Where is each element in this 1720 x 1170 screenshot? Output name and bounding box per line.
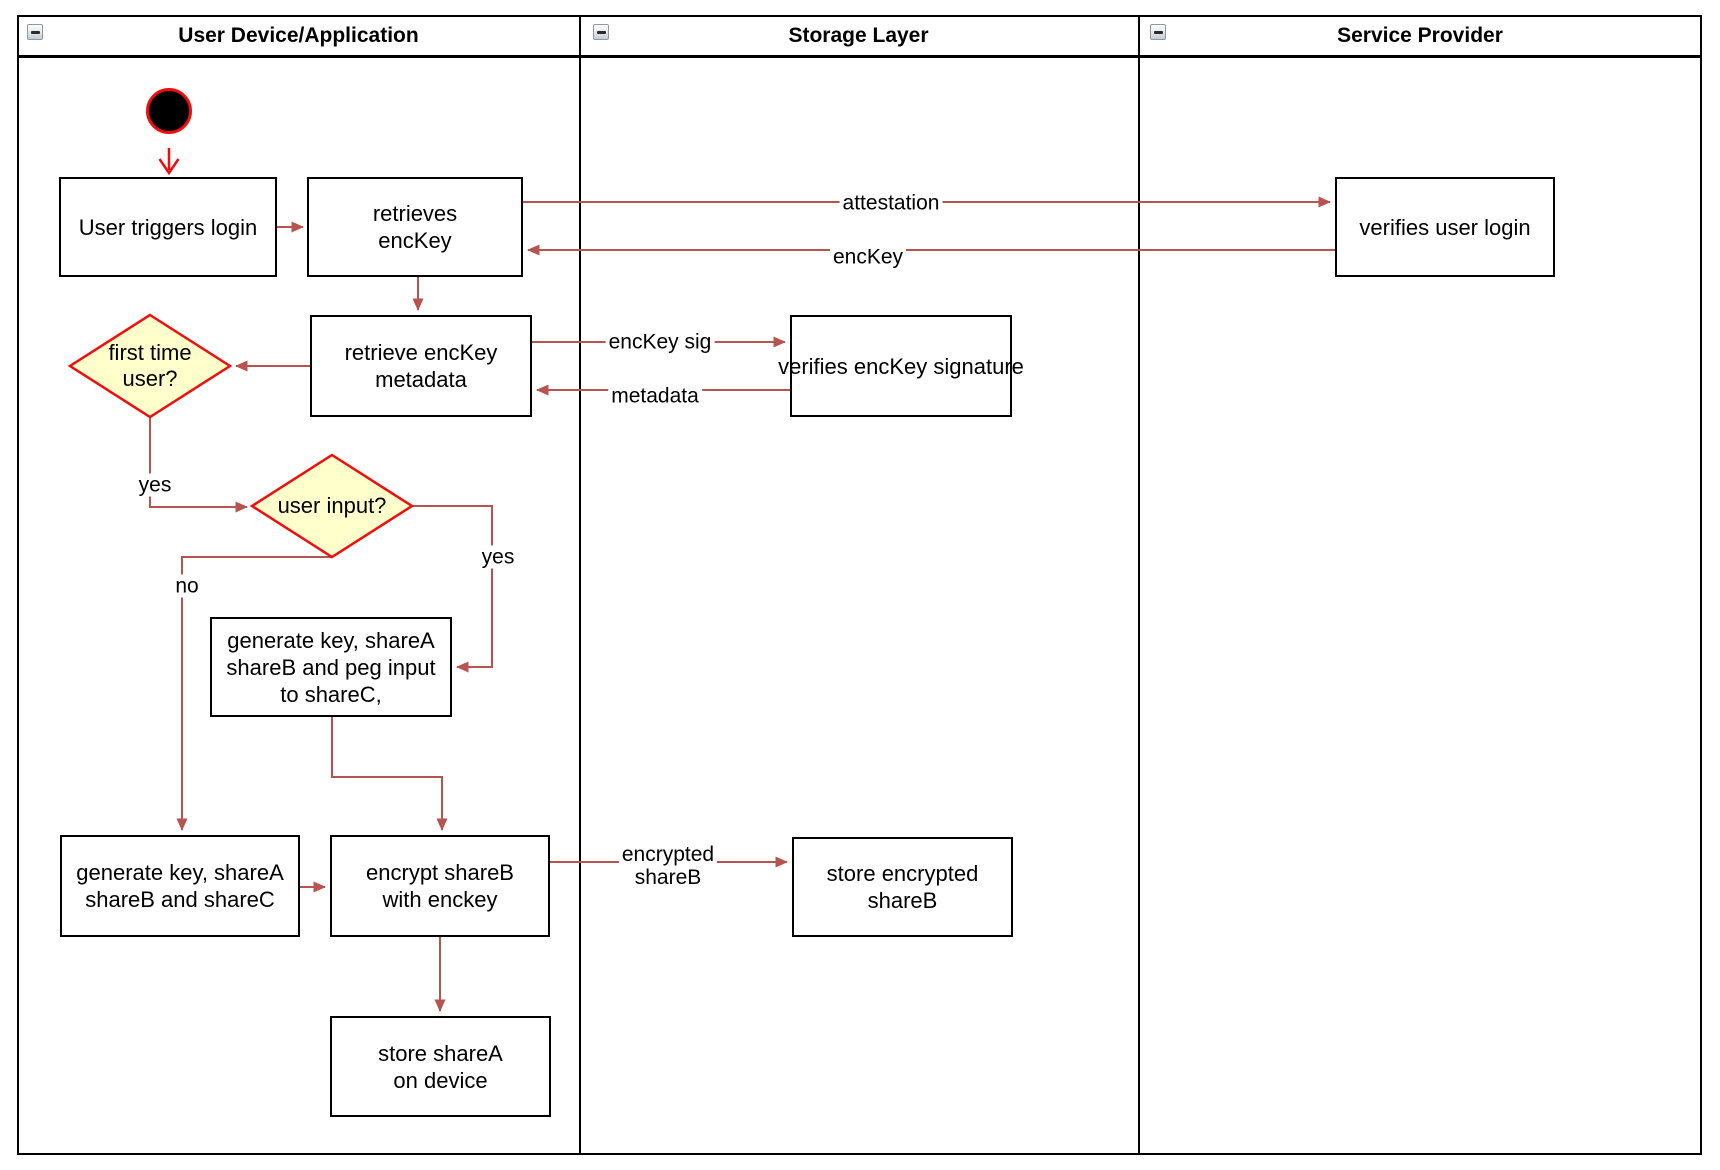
activity-encrypt-shareb[interactable]: encrypt shareB with enckey (330, 835, 550, 937)
activity-label: store encrypted shareB (826, 861, 979, 913)
lane-title-user-device: User Device/Application (178, 24, 419, 47)
edge-label-enckey: encKey (829, 245, 907, 269)
lane-divider-1 (579, 15, 581, 1155)
activity-generate-key-peg-input[interactable]: generate key, shareA shareB and peg inpu… (210, 617, 452, 717)
collapse-minus-icon[interactable] (1150, 24, 1166, 40)
activity-verifies-user-login[interactable]: verifies user login (1335, 177, 1555, 277)
activity-label: retrieve encKey metadata (344, 340, 498, 392)
activity-label: generate key, shareA shareB and shareC (76, 860, 284, 912)
edge-label-metadata: metadata (608, 384, 702, 408)
decision-label-user-input: user input? (277, 493, 387, 518)
lane-title-storage-layer: Storage Layer (788, 24, 929, 47)
activity-label: verifies user login (1359, 214, 1531, 240)
activity-label: store shareA on device (378, 1040, 503, 1093)
activity-verifies-enckey-signature[interactable]: verifies encKey signature (778, 315, 1024, 417)
activity-store-sharea-on-device[interactable]: store shareA on device (330, 1016, 551, 1117)
collapse-minus-icon[interactable] (593, 24, 609, 40)
lane-header-user-device: User Device/Application (19, 17, 578, 55)
lane-title-service-provider: Service Provider (1337, 24, 1503, 47)
activity-label: User triggers login (78, 214, 258, 240)
edge-label-no-user-input: no (172, 574, 202, 598)
activity-generate-key-sharec[interactable]: generate key, shareA shareB and shareC (60, 835, 300, 937)
activity-user-triggers-login[interactable]: User triggers login (59, 177, 277, 277)
activity-label: retrieves encKey (372, 201, 458, 253)
activity-label: generate key, shareA shareB and peg inpu… (226, 627, 436, 707)
header-divider (17, 55, 1702, 58)
edge-label-encrypted-shareb: encrypted shareB (618, 843, 718, 889)
edge-label-enckey-sig: encKey sig (605, 330, 715, 354)
edge-label-yes-user-input: yes (478, 545, 518, 569)
collapse-minus-icon[interactable] (27, 24, 43, 40)
activity-label: encrypt shareB with enckey (366, 860, 514, 912)
decision-label-first-time-user: first time user? (108, 340, 192, 391)
lane-divider-2 (1138, 15, 1140, 1155)
lane-header-service-provider: Service Provider (1140, 17, 1700, 55)
edge-label-yes-first-time: yes (135, 473, 175, 497)
edge-label-attestation: attestation (839, 191, 943, 215)
lane-header-storage-layer: Storage Layer (581, 17, 1136, 55)
activity-label: verifies encKey signature (778, 353, 1024, 379)
activity-store-encrypted-shareb[interactable]: store encrypted shareB (792, 837, 1013, 937)
start-node[interactable] (146, 88, 192, 134)
minus-glyph (30, 30, 40, 34)
activity-retrieve-enckey-metadata[interactable]: retrieve encKey metadata (310, 315, 532, 417)
minus-glyph (1153, 30, 1163, 34)
minus-glyph (596, 30, 606, 34)
activity-retrieves-enckey[interactable]: retrieves encKey (307, 177, 523, 277)
